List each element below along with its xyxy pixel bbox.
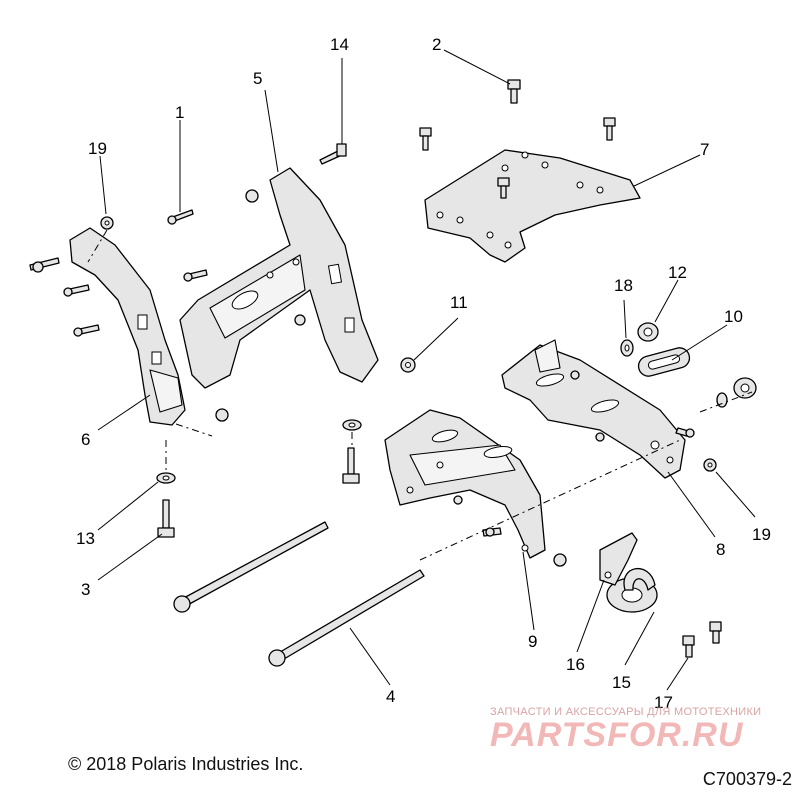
callout-8: 8: [716, 540, 725, 559]
callout-6: 6: [81, 430, 90, 449]
part-7-mounting-plate: [424, 149, 641, 263]
callout-7: 7: [700, 140, 709, 159]
callout-2: 2: [432, 35, 441, 54]
part-4-long-bolts: [173, 521, 425, 667]
callout-10: 10: [724, 307, 743, 326]
part-5-center-bracket: [179, 167, 379, 389]
callout-9: 9: [528, 632, 537, 651]
part-15-d-ring: [606, 568, 658, 613]
callout-labels: 1 2 3 4 5 6 7 8 9 10 11 12 13 14 15 16 1…: [76, 35, 771, 712]
part-8-right-bracket: [501, 339, 686, 479]
drawing-code: C700379-2: [702, 769, 792, 789]
callout-19-right: 19: [752, 525, 771, 544]
fasteners: [29, 79, 757, 658]
callout-15: 15: [612, 673, 631, 692]
callout-14: 14: [330, 35, 349, 54]
part-16-clip: [599, 532, 638, 586]
part-9-lower-bracket: [384, 409, 546, 559]
center-lines: [87, 229, 753, 561]
callout-17: 17: [654, 693, 673, 712]
copyright-text: © 2018 Polaris Industries Inc.: [68, 754, 304, 774]
callout-1: 1: [175, 103, 184, 122]
leader-lines: [97, 49, 756, 691]
callout-13: 13: [76, 529, 95, 548]
part-6-left-bracket: [69, 227, 186, 426]
callout-18: 18: [614, 276, 633, 295]
watermark-tagline: ЗАПЧАСТИ И АКСЕССУАРЫ ДЛЯ МОТОТЕХНИКИ: [490, 706, 762, 718]
callout-3: 3: [81, 580, 90, 599]
callout-4: 4: [386, 687, 395, 706]
callout-12: 12: [668, 263, 687, 282]
callout-11: 11: [450, 293, 468, 312]
callout-16: 16: [566, 655, 585, 674]
watermark-logo: PARTSFOR.RU: [490, 716, 744, 754]
callout-19-left: 19: [88, 139, 107, 158]
callout-5: 5: [253, 69, 262, 88]
part-10-slotted-plate: [637, 347, 691, 377]
